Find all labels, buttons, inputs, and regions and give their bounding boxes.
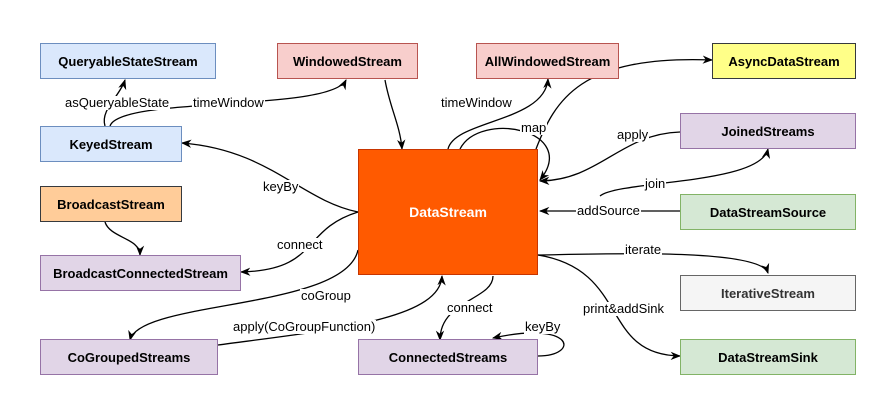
label-join: join (644, 176, 667, 191)
label-keyby: keyBy (262, 179, 300, 194)
node-broadcast-connected-stream[interactable]: BroadcastConnectedStream (40, 255, 241, 291)
node-all-windowed-stream[interactable]: AllWindowedStream (476, 43, 619, 79)
edge-join (599, 147, 770, 197)
label-addsource: addSource (576, 203, 641, 218)
label-timewindow-keyed: timeWindow (192, 95, 265, 110)
node-windowed-stream[interactable]: WindowedStream (277, 43, 418, 79)
node-queryable-state-stream[interactable]: QueryableStateStream (40, 43, 216, 79)
edge-timewindow-ds (447, 77, 552, 150)
label-applycogroup: apply(CoGroupFunction) (232, 319, 377, 334)
node-datastream[interactable]: DataStream (358, 149, 538, 275)
label-timewindow-ds: timeWindow (440, 95, 513, 110)
edge-iterate (537, 253, 770, 274)
node-datastream-sink[interactable]: DataStreamSink (680, 339, 856, 375)
edge-cogroup (128, 249, 359, 342)
label-keyby-cs: keyBy (524, 319, 562, 334)
label-iterate: iterate (624, 242, 663, 257)
edge-keyby-cs (491, 331, 565, 357)
edge-applycogroup (217, 274, 446, 346)
label-printsink: print&addSink (582, 301, 665, 316)
node-cogrouped-streams[interactable]: CoGroupedStreams (40, 339, 218, 375)
node-iterative-stream[interactable]: IterativeStream (680, 275, 856, 311)
node-datastream-source[interactable]: DataStreamSource (680, 194, 856, 230)
label-apply: apply (616, 127, 650, 142)
label-map: map (520, 120, 548, 135)
label-connect-bc: connect (276, 237, 324, 252)
label-connect-cs: connect (446, 300, 494, 315)
node-keyed-stream[interactable]: KeyedStream (40, 126, 182, 162)
label-cogroup: coGroup (300, 288, 352, 303)
edge-broadcast-bc (104, 221, 145, 257)
node-connected-streams[interactable]: ConnectedStreams (358, 339, 538, 375)
edge-keyby (180, 139, 359, 213)
node-joined-streams[interactable]: JoinedStreams (680, 113, 856, 149)
node-async-data-stream[interactable]: AsyncDataStream (712, 43, 856, 79)
edge-windowed-datastream (384, 79, 406, 151)
label-asqueryablestate: asQueryableState (64, 95, 171, 110)
node-broadcast-stream[interactable]: BroadcastStream (40, 186, 182, 222)
edge-apply (538, 131, 681, 185)
